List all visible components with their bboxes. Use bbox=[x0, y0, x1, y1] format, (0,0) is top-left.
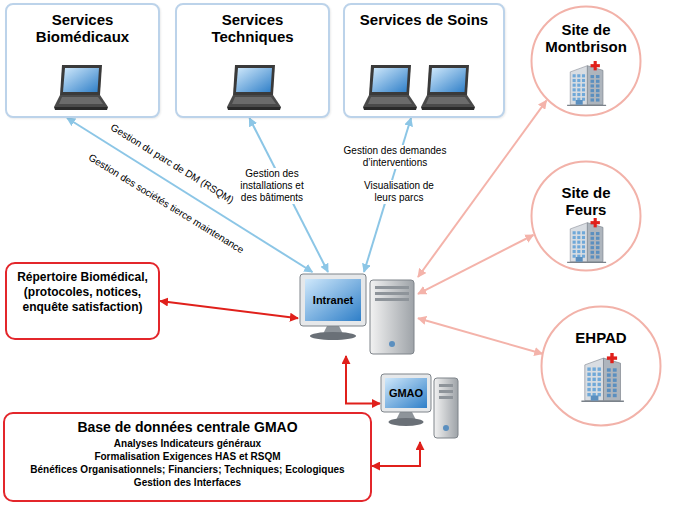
service-box: Services Techniques bbox=[175, 3, 330, 118]
connector-arrow bbox=[372, 442, 420, 466]
connector-arrow bbox=[418, 101, 546, 277]
edge-label: Gestion des installations et des bâtimen… bbox=[236, 168, 308, 204]
node-text: Gestion des Interfaces bbox=[5, 476, 370, 489]
site-circle: Site de Feurs bbox=[530, 160, 642, 272]
laptop-icon bbox=[52, 63, 110, 111]
laptop-icon bbox=[419, 63, 477, 111]
connector-arrow bbox=[67, 118, 312, 272]
computer-icon bbox=[380, 372, 460, 442]
edge-label: Gestion des demandes d’interventions bbox=[339, 145, 451, 169]
server-computer: GMAO bbox=[380, 372, 460, 442]
node-title: Base de données centrale GMAO bbox=[5, 414, 370, 437]
laptop-icon bbox=[361, 63, 419, 111]
computer-icon bbox=[298, 272, 418, 356]
connector-arrow bbox=[418, 235, 533, 294]
hospital-icon bbox=[564, 61, 608, 106]
repository-box: Répertoire Biomédical, (protocoles, noti… bbox=[5, 262, 160, 340]
edge-label: Gestion du parc de DM (RSQM) bbox=[107, 121, 238, 208]
database-box: Base de données centrale GMAOAnalyses In… bbox=[3, 412, 372, 502]
node-text: Bénéfices Organisationnels; Financiers; … bbox=[5, 463, 370, 476]
node-title: Site de Montbrison bbox=[530, 21, 642, 56]
node-text: Formalisation Exigences HAS et RSQM bbox=[5, 450, 370, 463]
node-title: Services Techniques bbox=[177, 5, 328, 46]
node-title: Répertoire Biomédical, (protocoles, noti… bbox=[7, 264, 158, 321]
server-computer: Intranet bbox=[298, 272, 418, 356]
service-box: Services de Soins bbox=[343, 3, 505, 118]
hospital-icon bbox=[564, 218, 608, 263]
service-box: Services Biomédicaux bbox=[5, 3, 160, 118]
node-title: Intranet bbox=[305, 293, 361, 307]
connector-arrow bbox=[249, 118, 328, 272]
connector-arrow bbox=[346, 356, 380, 404]
hospital-icon bbox=[578, 353, 626, 402]
edge-note: Visualisation de leurs parcs bbox=[357, 180, 441, 204]
edge-note: Gestion des sociétés tierce maintenance bbox=[84, 151, 247, 258]
connector-arrow bbox=[418, 318, 542, 354]
node-title: Site de Feurs bbox=[530, 184, 642, 219]
laptop-icon bbox=[225, 63, 283, 111]
node-title: EHPAD bbox=[540, 329, 662, 346]
node-text: Analyses Indicateurs généraux bbox=[5, 437, 370, 450]
site-circle: Site de Montbrison bbox=[530, 5, 642, 117]
connector-arrow bbox=[160, 301, 298, 318]
node-title: Services de Soins bbox=[345, 5, 503, 28]
connector-arrow bbox=[364, 118, 411, 272]
node-title: GMAO bbox=[385, 386, 427, 400]
node-title: Services Biomédicaux bbox=[7, 5, 158, 46]
site-circle: EHPAD bbox=[540, 305, 662, 427]
